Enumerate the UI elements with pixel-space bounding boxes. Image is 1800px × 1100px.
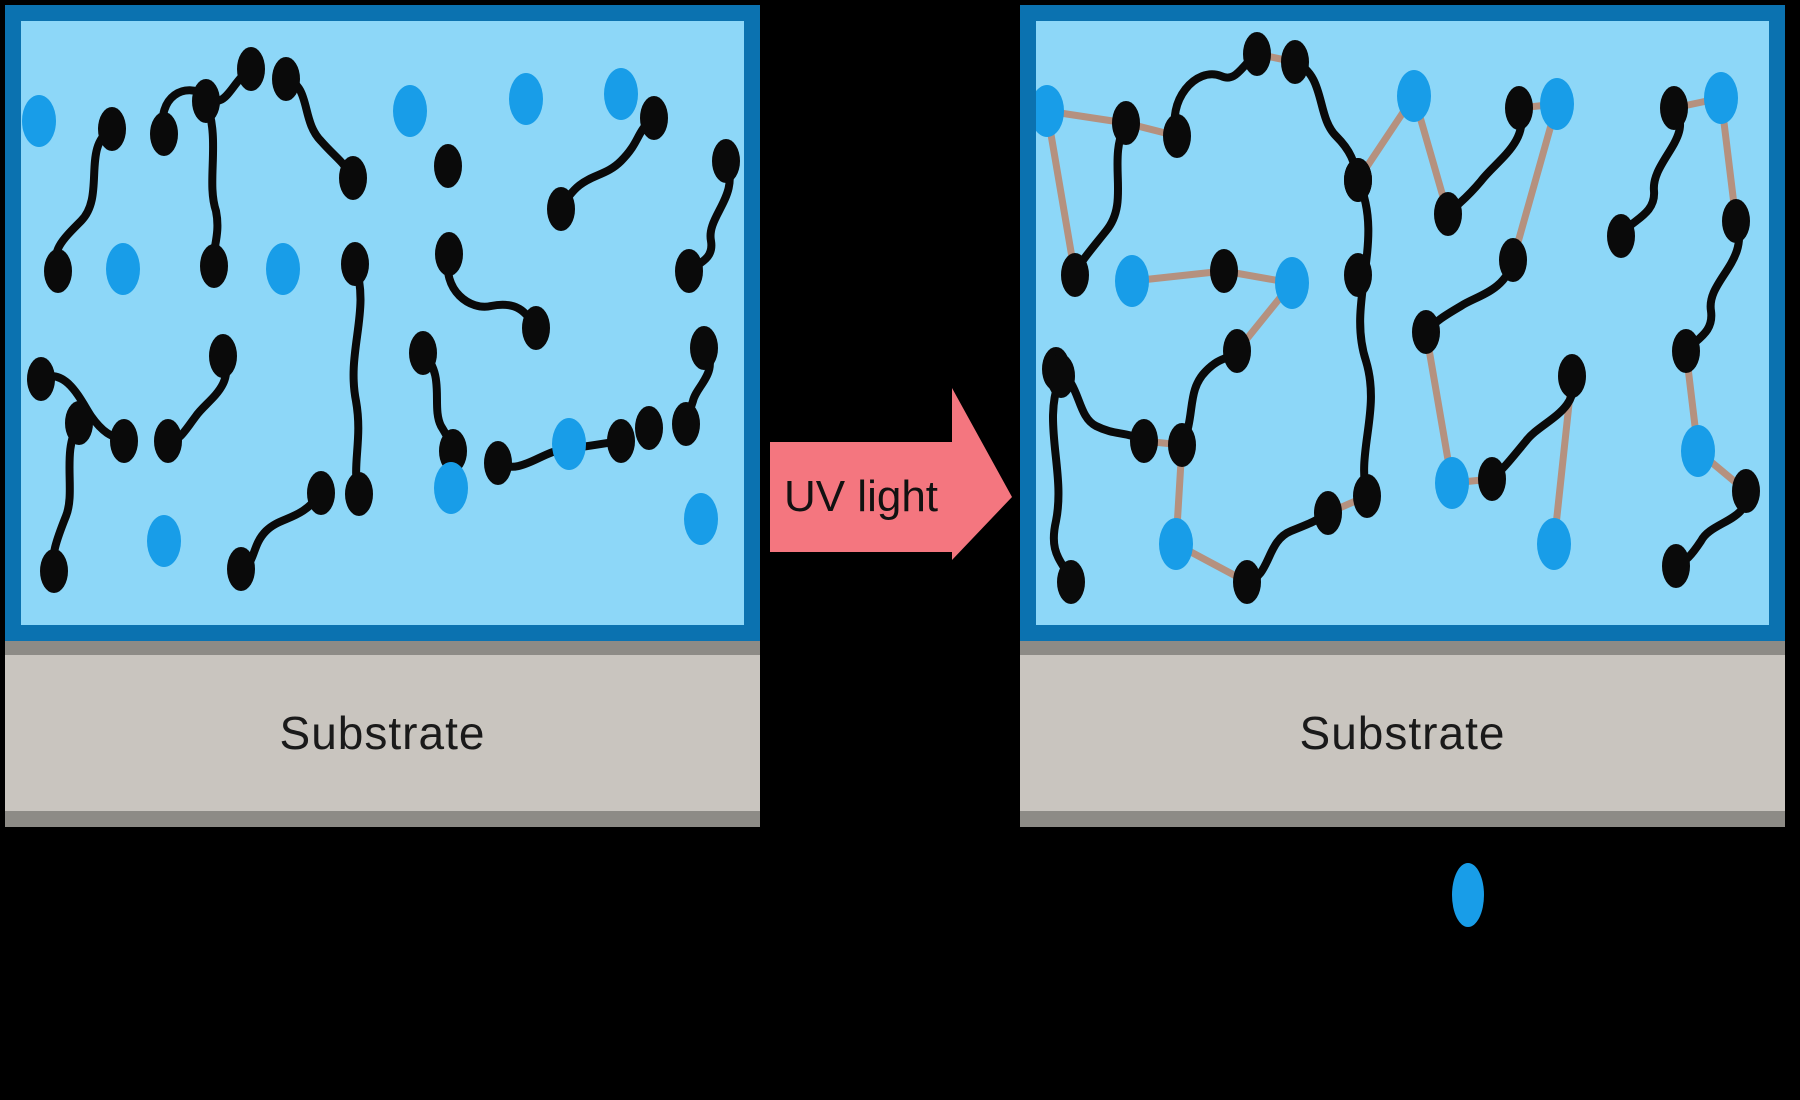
polymer-film-after bbox=[1020, 5, 1785, 641]
right-arrow-icon bbox=[770, 388, 1012, 560]
substrate-bar-before: Substrate bbox=[5, 641, 760, 827]
uv-arrow-label: UV light bbox=[783, 472, 939, 521]
crosslinker-dot bbox=[1452, 863, 1484, 927]
polymer-film-before bbox=[5, 5, 760, 641]
molecule-illustration-after bbox=[1036, 32, 1760, 604]
molecule-illustration-before bbox=[22, 47, 740, 593]
substrate-label-before: Substrate bbox=[279, 707, 486, 759]
substrate-label-after: Substrate bbox=[1299, 707, 1506, 759]
uv-arrow: UV light bbox=[768, 386, 1014, 562]
substrate-bar-after: Substrate bbox=[1020, 641, 1785, 827]
